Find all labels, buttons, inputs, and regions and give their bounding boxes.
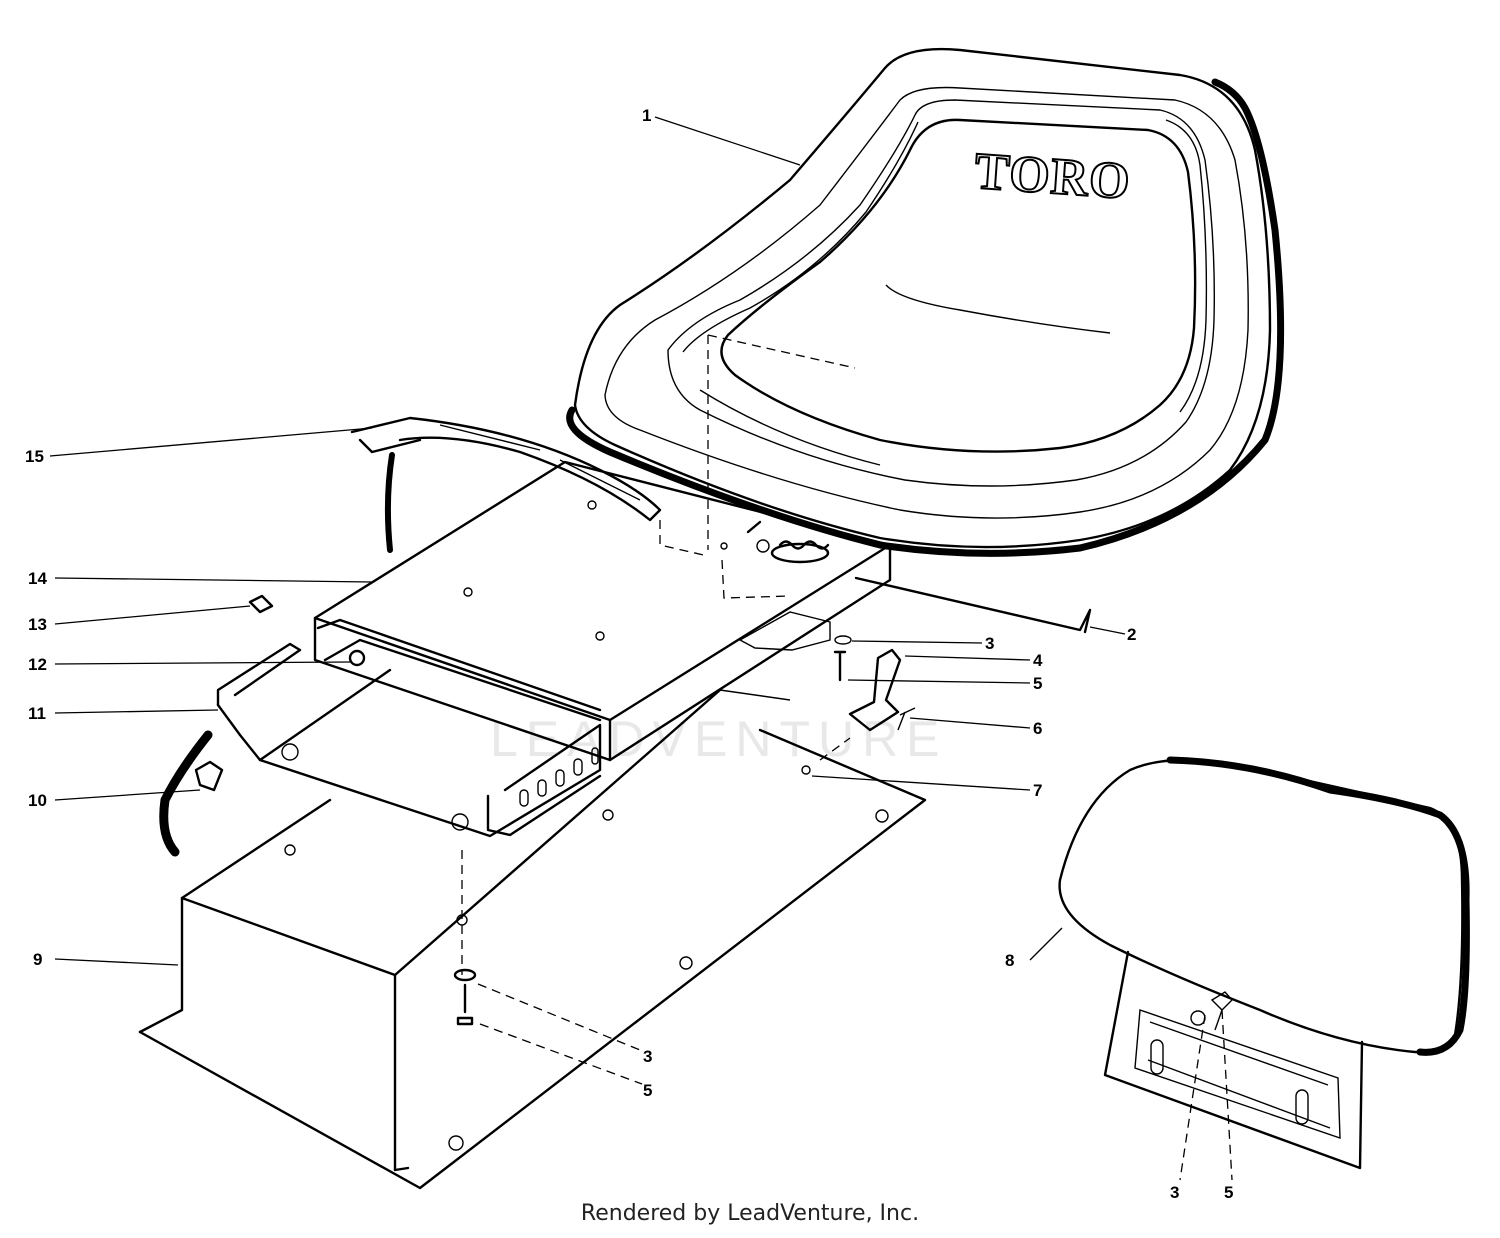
callout-3: 3 <box>985 634 994 653</box>
back-pad <box>1058 756 1470 1170</box>
seat-brand-logo: TORO <box>973 143 1133 211</box>
callout-4: 4 <box>1033 651 1043 670</box>
callout-15: 15 <box>25 447 44 466</box>
callout-8: 8 <box>1005 951 1014 970</box>
callout-6: 6 <box>1033 719 1042 738</box>
callout-10: 10 <box>28 791 47 810</box>
callout-5-backpad: 5 <box>1224 1183 1233 1202</box>
hardware <box>159 520 1092 1026</box>
assembly-lines <box>461 334 1233 1181</box>
callout-3-lower: 3 <box>643 1047 652 1066</box>
callout-5-lower: 5 <box>643 1081 652 1100</box>
adjust-lever <box>350 416 662 553</box>
callout-2: 2 <box>1127 625 1136 644</box>
seat: TORO <box>566 47 1285 557</box>
callout-13: 13 <box>28 615 47 634</box>
callout-7: 7 <box>1033 781 1042 800</box>
callout-1: 1 <box>642 106 651 125</box>
callout-9: 9 <box>33 950 42 969</box>
callouts: 1 2 3 4 5 6 7 8 9 10 11 12 13 14 15 3 5 … <box>25 106 1233 1202</box>
callout-5: 5 <box>1033 674 1042 693</box>
leader-lines <box>49 116 1126 966</box>
callout-14: 14 <box>28 569 47 588</box>
callout-3-backpad: 3 <box>1170 1183 1179 1202</box>
callout-11: 11 <box>28 704 46 723</box>
footer-credit: Rendered by LeadVenture, Inc. <box>580 1201 920 1226</box>
seat-rail-assembly <box>313 460 892 762</box>
slide-tray <box>216 642 602 838</box>
watermark: LEADVENTURE <box>490 711 948 767</box>
cover-box <box>138 688 927 1190</box>
callout-12: 12 <box>28 655 47 674</box>
